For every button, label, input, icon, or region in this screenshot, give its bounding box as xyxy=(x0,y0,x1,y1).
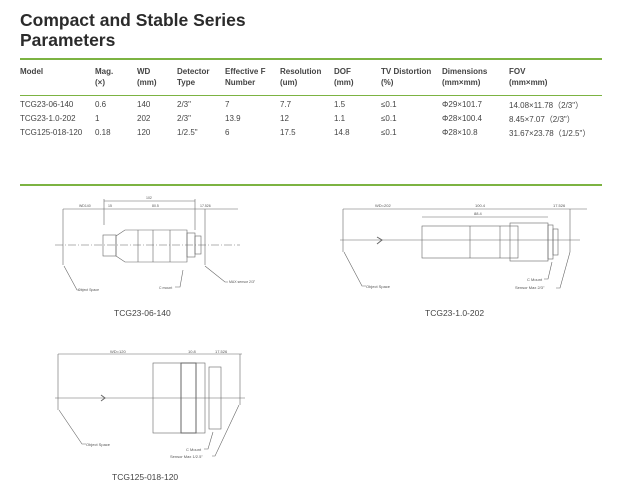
drawing-caption: TCG23-06-140 xyxy=(114,308,171,318)
table-cell: ≤0.1 xyxy=(381,128,397,137)
column-header: Effective F Number xyxy=(225,66,265,88)
dim-total: 100.4 xyxy=(475,203,486,208)
table-cell: 8.45×7.07（2/3"） xyxy=(509,115,575,124)
table-cell: 2/3" xyxy=(177,100,191,109)
column-header-line: DOF xyxy=(334,67,351,76)
column-header-line: (mm×mm) xyxy=(442,78,481,87)
table-cell: 2/3" xyxy=(177,114,191,123)
label-sensor: MAX sensor 2/3" xyxy=(229,280,256,284)
table-cell: TCG125-018-120 xyxy=(20,128,83,137)
table-cell: 140 xyxy=(137,100,151,109)
divider-table-end xyxy=(20,184,602,186)
column-header-line: Detector xyxy=(177,67,210,76)
dim-flange: 17.526 xyxy=(215,349,228,354)
column-header: TV Distortion (%) xyxy=(381,66,431,88)
label-object-space: Object Space xyxy=(86,442,111,447)
table-cell: 17.5 xyxy=(280,128,296,137)
table-cell: 120 xyxy=(137,128,151,137)
column-header: DOF (mm) xyxy=(334,66,354,88)
table-cell: ≤0.1 xyxy=(381,114,397,123)
column-header-line: Model xyxy=(20,67,44,76)
dim-seg: 88.4 xyxy=(474,211,483,216)
table-cell: 0.18 xyxy=(95,128,111,137)
column-header-line: (%) xyxy=(381,78,394,87)
table-cell: 6 xyxy=(225,128,230,137)
column-header-line: Effective F xyxy=(225,67,266,76)
table-cell: 12 xyxy=(280,114,289,123)
table-cell: TCG23-06-140 xyxy=(20,100,74,109)
table-cell: 14.08×11.78（2/3"） xyxy=(509,101,584,110)
column-header-line: WD xyxy=(137,67,151,76)
table-cell: ≤0.1 xyxy=(381,100,397,109)
column-header-line: (mm) xyxy=(137,78,157,87)
dim-wd: WD140 xyxy=(79,204,91,208)
column-header-line: (um) xyxy=(280,78,298,87)
table-cell: 1 xyxy=(95,114,100,123)
label-object-space: Object Space xyxy=(366,284,391,289)
drawing-caption: TCG23-1.0-202 xyxy=(425,308,485,318)
table-cell: TCG23-1.0-202 xyxy=(20,114,76,123)
table-cell: Φ28×10.8 xyxy=(442,128,478,137)
label-mount: C Mount xyxy=(186,447,202,452)
drawing-tcg23-06-140: WD140 102 15 80.5 17.526 Object Space C … xyxy=(55,196,256,292)
drawing-caption: TCG125-018-120 xyxy=(112,472,179,482)
column-header: Dimensions (mm×mm) xyxy=(442,66,487,88)
dim-seg1: 15 xyxy=(108,204,112,208)
table-cell: 202 xyxy=(137,114,151,123)
dim-flange: 17.526 xyxy=(200,204,211,208)
page-title: Compact and Stable Series Parameters xyxy=(20,10,246,50)
table-cell: 7.7 xyxy=(280,100,292,109)
column-header: Model xyxy=(20,66,43,77)
title-line-1: Compact and Stable Series xyxy=(20,10,246,30)
column-header-line: Resolution xyxy=(280,67,322,76)
dim-wd: WD=120 xyxy=(110,349,126,354)
dim-wd: WD=202 xyxy=(375,203,391,208)
drawing-tcg23-1.0-202: WD=202 100.4 88.4 17.526 Object Space C … xyxy=(340,203,587,290)
column-header-line: FOV xyxy=(509,67,526,76)
column-header-line: Mag. xyxy=(95,67,114,76)
column-header: FOV (mm×mm) xyxy=(509,66,547,88)
column-header-line: Dimensions xyxy=(442,67,488,76)
column-header-line: (×) xyxy=(95,78,105,87)
table-cell: Φ28×100.4 xyxy=(442,114,482,123)
table-cell: 1.1 xyxy=(334,114,346,123)
label-object-space: Object Space xyxy=(78,288,99,292)
column-header-line: (mm) xyxy=(334,78,354,87)
column-header: WD (mm) xyxy=(137,66,157,88)
table-cell: 13.9 xyxy=(225,114,241,123)
label-mount: C Mount xyxy=(527,277,543,282)
table-cell: 1/2.5" xyxy=(177,128,198,137)
table-cell: Φ29×101.7 xyxy=(442,100,482,109)
table-cell: 7 xyxy=(225,100,230,109)
dim-seg2: 80.5 xyxy=(152,204,159,208)
column-header-line: TV Distortion xyxy=(381,67,432,76)
table-cell: 31.67×23.78（1/2.5"） xyxy=(509,129,591,138)
table-cell: 14.8 xyxy=(334,128,350,137)
column-header-line: (mm×mm) xyxy=(509,78,548,87)
label-sensor: Sensor Max 1/2.5" xyxy=(170,454,203,459)
dim-seg: 10.8 xyxy=(188,349,197,354)
column-header: Resolution (um) xyxy=(280,66,321,88)
column-header-line: Number xyxy=(225,78,256,87)
label-mount: C mount xyxy=(159,286,172,290)
divider-top xyxy=(20,58,602,60)
table-cell: 0.6 xyxy=(95,100,107,109)
column-header-line: Type xyxy=(177,78,196,87)
dim-total: 102 xyxy=(146,196,152,200)
table-cell: 1.5 xyxy=(334,100,346,109)
divider-header xyxy=(20,95,602,96)
label-sensor: Sensor Max 2/3" xyxy=(515,285,545,290)
dim-flange: 17.526 xyxy=(553,203,566,208)
drawing-tcg125-018-120: WD=120 10.8 17.526 Object Space C Mount … xyxy=(55,349,245,459)
column-header: Mag. (×) xyxy=(95,66,113,88)
title-line-2: Parameters xyxy=(20,30,116,50)
